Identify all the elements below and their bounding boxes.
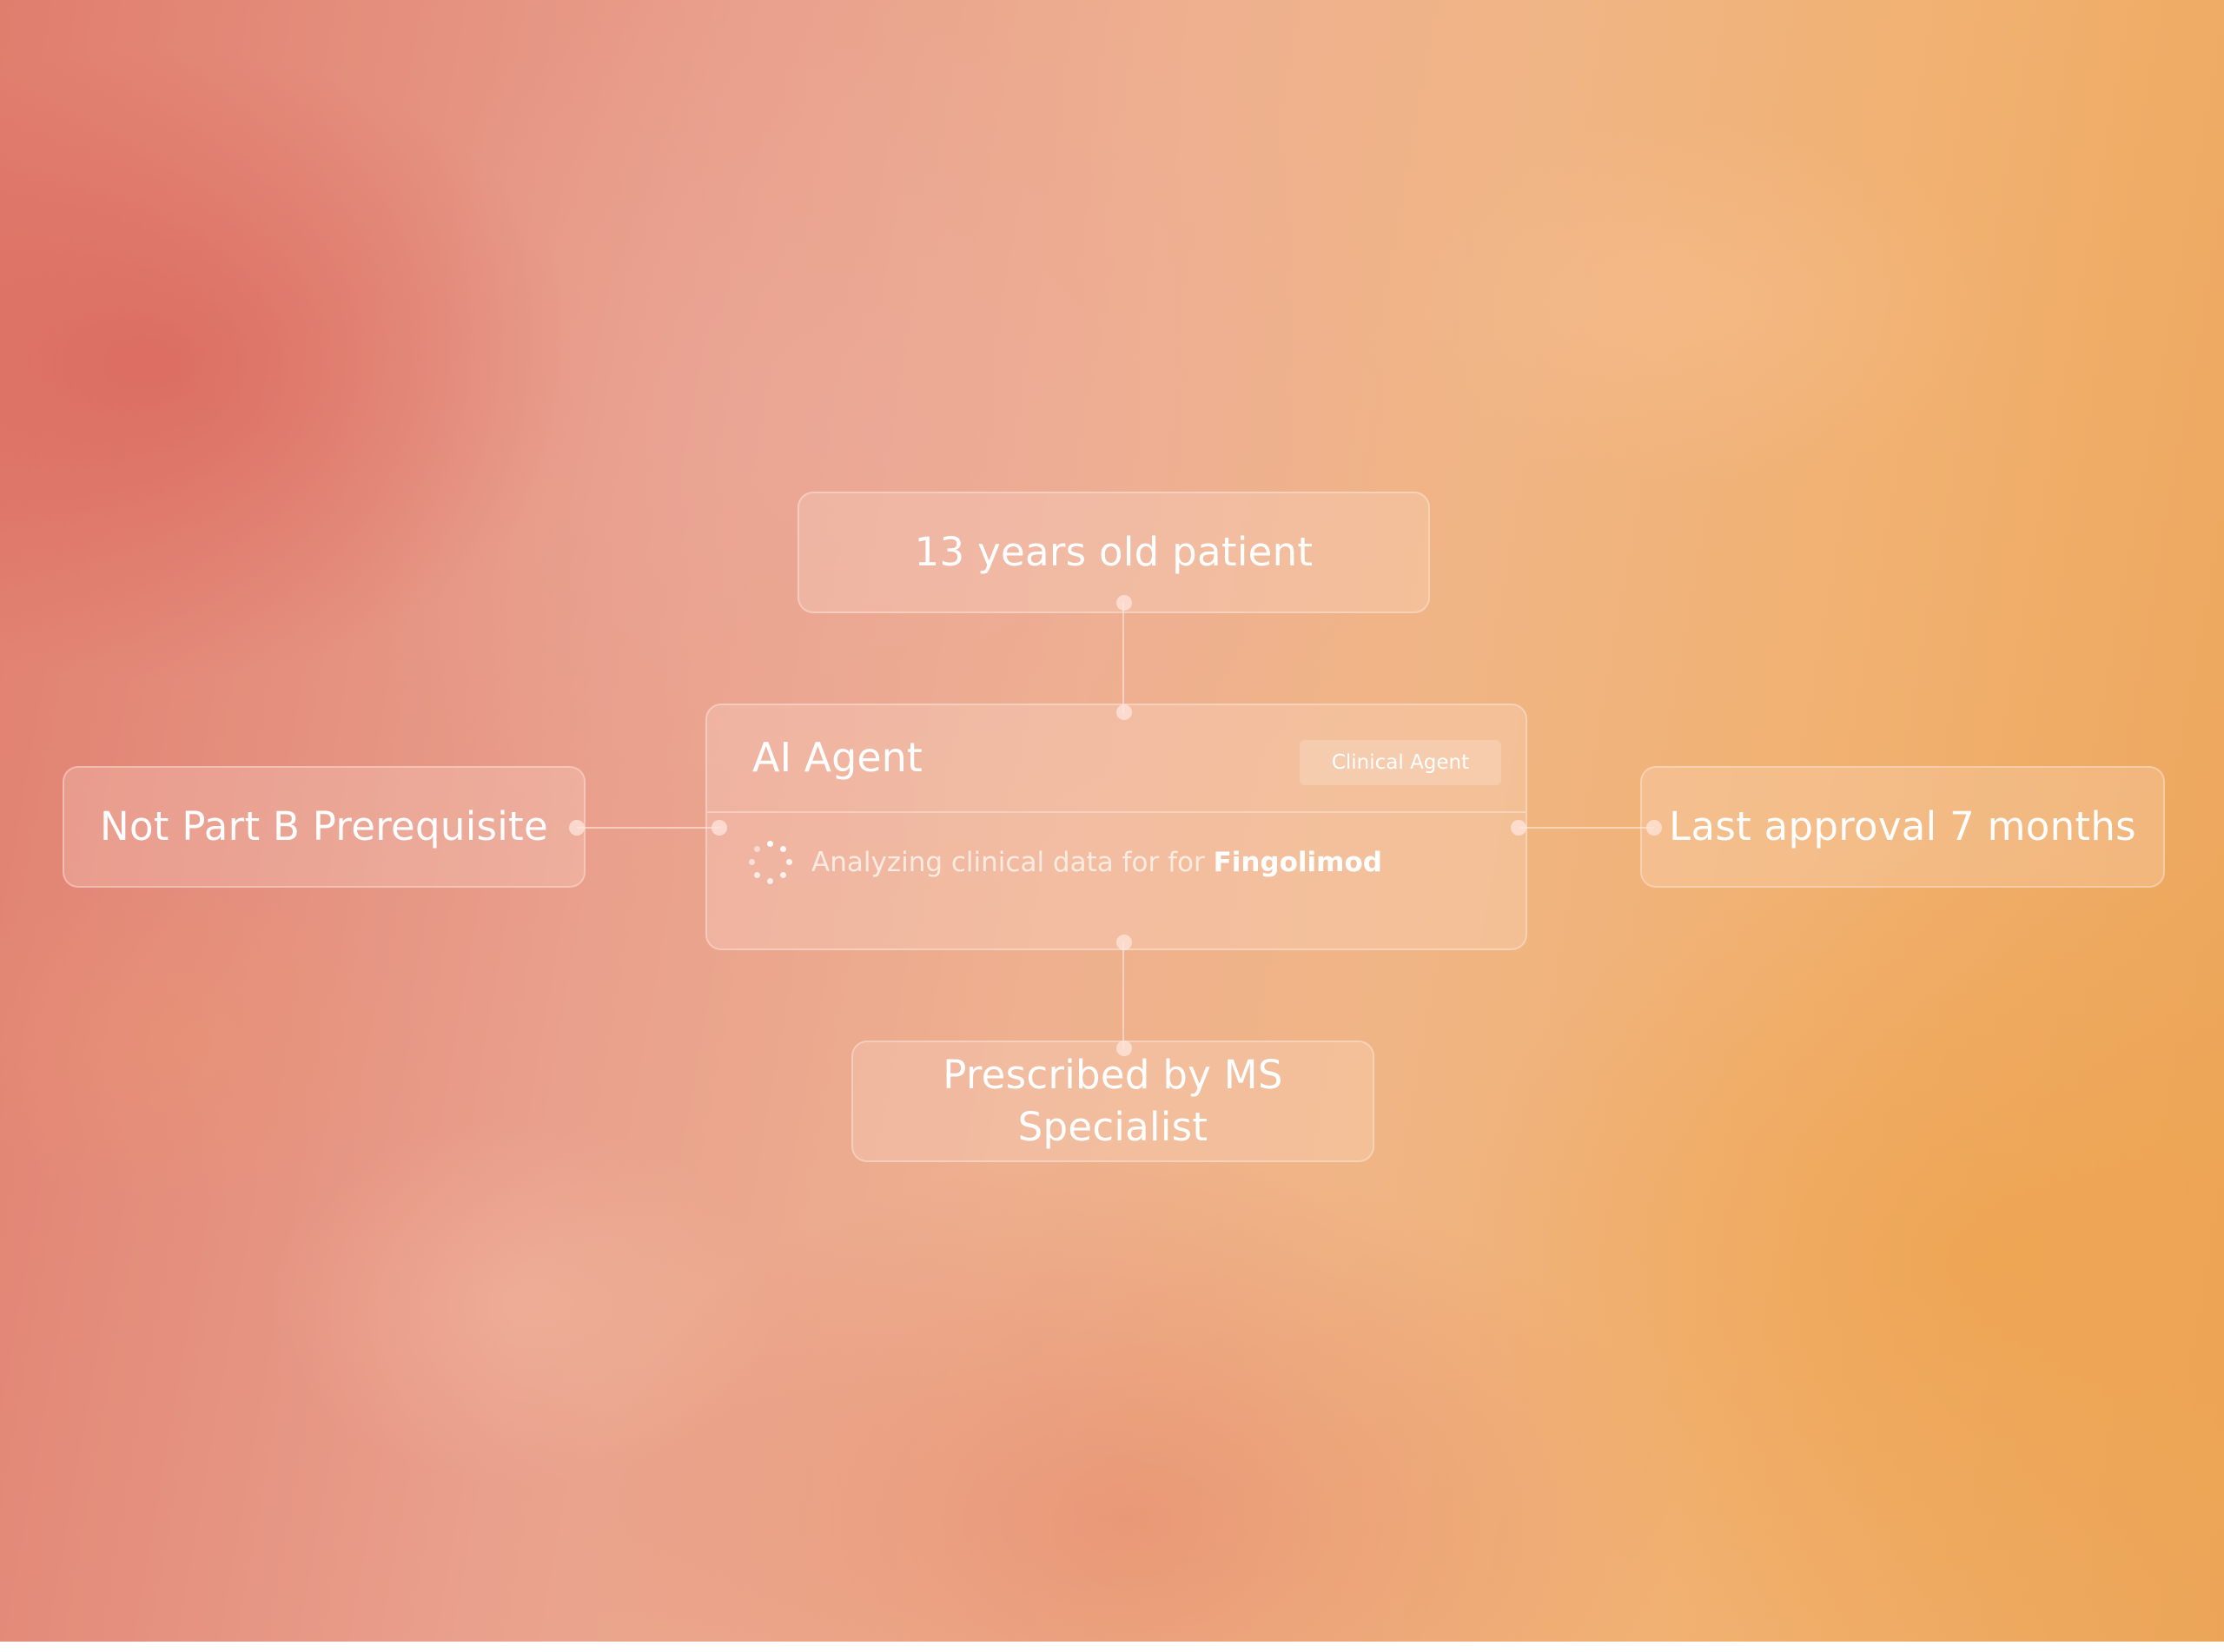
node-label: Last approval 7 months [1669,803,2136,849]
connector-dot [1646,820,1662,836]
node-label: Not Part B Prerequisite [100,803,548,849]
connector-dot [712,820,727,836]
node-prescriber[interactable]: Prescribed by MS Specialist [851,1041,1374,1162]
node-label: 13 years old patient [914,529,1314,575]
connector-dot [1116,1041,1132,1056]
ai-agent-card[interactable]: AI Agent Clinical Agent Analyzing clinic… [705,704,1527,950]
agent-status: Analyzing clinical data for for Fingolim… [749,841,1382,884]
node-patient-age[interactable]: 13 years old patient [798,492,1430,613]
connector-bottom [1122,942,1124,1048]
connector-top [1122,603,1124,714]
connector-dot [1116,595,1132,611]
agent-title: AI Agent [752,734,923,781]
connector-right [1519,827,1654,829]
drug-name: Fingolimod [1213,847,1382,878]
node-last-approval[interactable]: Last approval 7 months [1640,766,2165,888]
divider [707,811,1526,813]
connector-dot [569,820,585,836]
bottom-edge [0,1642,2224,1652]
loading-spinner-icon [749,841,792,884]
node-part-b[interactable]: Not Part B Prerequisite [63,766,586,888]
connector-dot [1116,704,1132,720]
connector-dot [1116,935,1132,950]
status-text: Analyzing clinical data for for [811,847,1205,878]
connector-left [577,827,719,829]
connector-dot [1511,820,1526,836]
node-label: Prescribed by MS Specialist [943,1052,1283,1150]
agent-type-badge: Clinical Agent [1300,740,1501,785]
